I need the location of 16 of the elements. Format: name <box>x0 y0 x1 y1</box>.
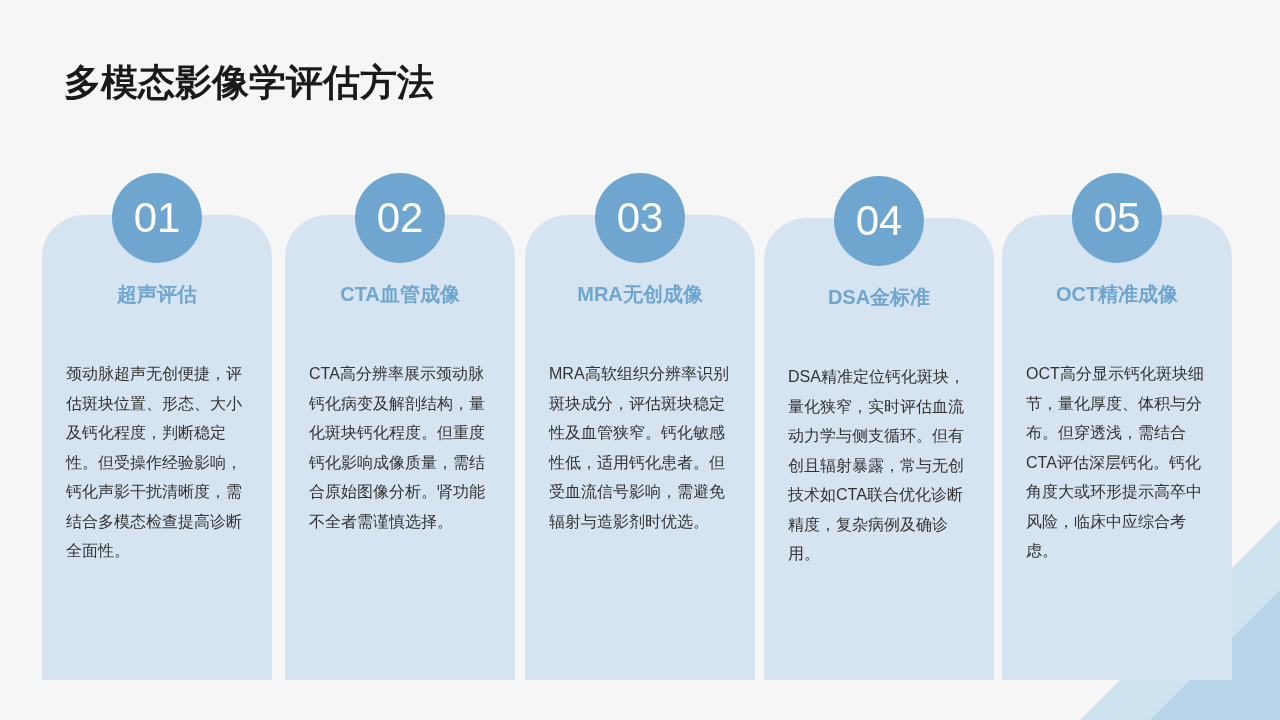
number-badge: 01 <box>112 173 202 263</box>
slide-title: 多模态影像学评估方法 <box>64 61 434 105</box>
card-heading: DSA金标准 <box>826 285 932 310</box>
card-heading: 超声评估 <box>116 282 198 307</box>
card-description: OCT高分显示钙化斑块细节，量化厚度、体积与分布。但穿透浅，需结合CTA评估深层钙化。钙化角度大或环形提示高卒中风险，临床中应综合考虑。 <box>1026 364 1205 561</box>
number-badge: 03 <box>595 173 685 263</box>
card-description: CTA高分辨率展示颈动脉钙化病变及解剖结构，量化斑块钙化程度。但重度钙化影响成像质量，需结合原始图像分析。肾功能不全者需谨慎选择。 <box>309 364 486 532</box>
number-badge: 04 <box>834 176 924 266</box>
number-badge: 05 <box>1072 173 1162 263</box>
card-description: DSA精准定位钙化斑块，量化狭窄，实时评估血流动力学与侧支循环。但有创且辐射暴露，常与无创技术如CTA联合优化诊断精度，复杂病例及确诊用。 <box>788 367 966 564</box>
number-badge: 02 <box>355 173 445 263</box>
card-heading: MRA无创成像 <box>576 282 704 307</box>
card-heading: CTA血管成像 <box>339 282 461 307</box>
card-description: MRA高软组织分辨率识别斑块成分，评估斑块稳定性及血管狭窄。钙化敏感性低，适用钙化患者。但受血流信号影响，需避免辐射与造影剂时优选。 <box>549 364 730 532</box>
card-description: 颈动脉超声无创便捷，评估斑块位置、形态、大小及钙化程度，判断稳定性。但受操作经验影响，钙化声影干扰清晰度，需结合多模态检查提高诊断全面性。 <box>66 364 243 561</box>
card-heading: OCT精准成像 <box>1054 282 1180 307</box>
